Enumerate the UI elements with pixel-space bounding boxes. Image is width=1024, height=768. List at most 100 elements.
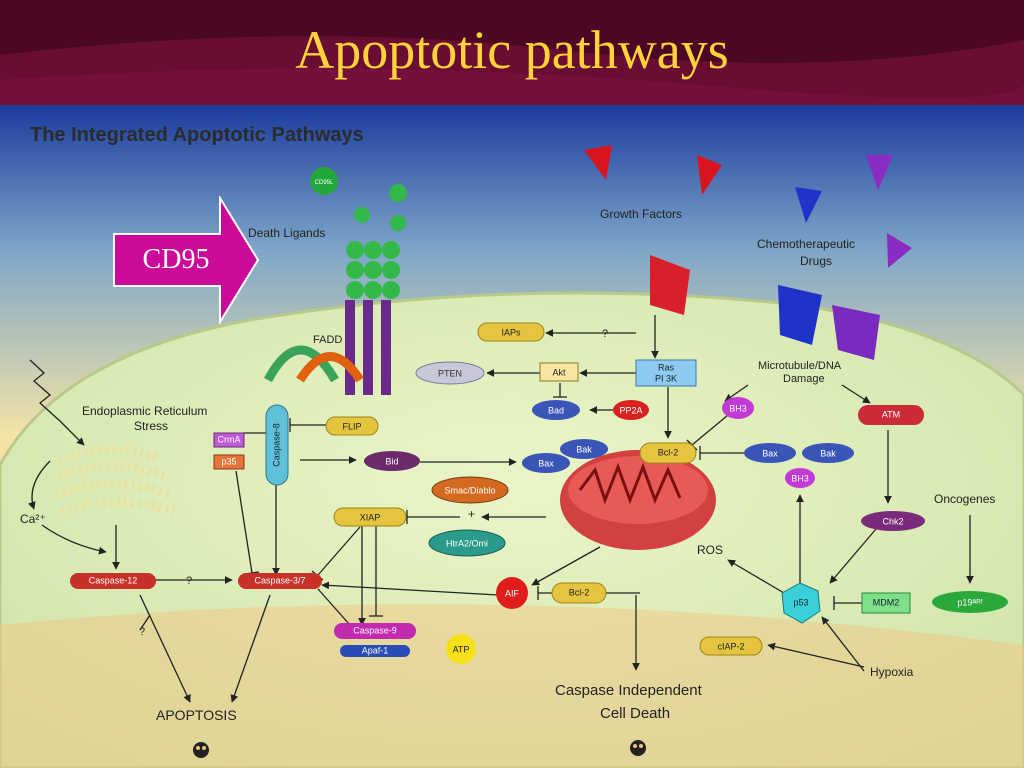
slide-title: Apoptotic pathways [295,20,729,80]
htra2-node [428,529,506,557]
mdm2-label: MDM2 [873,597,900,607]
mitochondrion [560,450,716,550]
ras-pi3k-node [635,359,697,387]
iaps-label: IAPs [501,327,521,337]
chk2-label: Chk2 [882,516,903,526]
calcium-label: Ca²⁺ [20,512,46,526]
endoplasmic-reticulum [50,444,176,517]
bid-node [364,451,420,471]
er-stress-line2: Stress [134,419,168,433]
question-mark-apoptosis: ? [139,626,145,638]
bak-right-node [802,443,854,463]
plus-sign: + [468,507,475,521]
pathway-figure: The Integrated Apoptotic Pathways Death … [0,105,1024,768]
title-band [0,0,1024,105]
p53-node [781,582,821,624]
growth-factor-cones [584,145,912,268]
atp-label: ATP [453,644,470,654]
cd95-callout-label: CD95 [142,244,210,275]
crma-node [213,432,245,448]
bh3-top-node [722,397,754,419]
ciap2-label: cIAP-2 [717,641,744,651]
p19arf-node [932,591,1008,613]
p19arf-label: p19ᴬᴿᶠ [957,597,982,607]
node-layer: IAPs PTEN Akt Ras PI 3K Bad PP2A BH3 ATM… [70,322,1008,664]
flip-label: FLIP [342,421,361,431]
receptors [650,255,880,360]
bh3-right-label: BH3 [791,473,809,483]
chk2-node [861,511,925,531]
inhibition-lines [235,383,862,626]
microtubule-line1: Microtubule/DNA [758,360,842,372]
question-mark-iaps: ? [602,328,608,340]
atp-node [446,634,476,664]
bh3-right-node [785,468,815,488]
pp2a-node [613,400,649,420]
growth-factors-label: Growth Factors [600,207,682,221]
caspase9-label: Caspase-9 [353,625,397,635]
flip-node [325,416,379,436]
caspase37-label: Caspase-3/7 [254,575,305,585]
pathway-arrows [28,315,974,703]
bax-right-label: Bax [762,448,778,458]
mdm2-node [861,592,911,614]
ciap2-node [699,636,763,656]
crma-label: CrmA [218,434,241,444]
caspase-independent-line1: Caspase Independent [555,682,703,699]
smac-node [431,476,509,504]
bcl2-bottom-label: Bcl-2 [569,587,590,597]
htra2-label: HtrA2/Omi [446,538,488,548]
p53-label: p53 [793,597,808,607]
pten-label: PTEN [438,368,462,378]
bax-left-label: Bax [538,458,554,468]
caspase12-label: Caspase-12 [89,575,138,585]
apaf1-label: Apaf-1 [362,645,389,655]
bh3-top-label: BH3 [729,403,747,413]
ras-label: Ras [658,362,675,372]
xiap-label: XIAP [360,512,381,522]
death-receptor: CD95L [264,167,407,395]
p35-node [213,454,245,470]
microtubule-line2: Damage [783,373,825,385]
bcl2-bottom-node [551,582,607,604]
apoptosis-label: APOPTOSIS [156,707,237,723]
question-mark-caspase12: ? [186,575,192,587]
pi3k-label: PI 3K [655,373,677,383]
akt-node [539,362,579,382]
bak-left-label: Bak [576,444,592,454]
atm-label: ATM [882,409,900,419]
bid-label: Bid [385,456,398,466]
caspase8-node [265,404,289,486]
cd95l-label: CD95L [315,180,334,186]
aif-label: AIF [505,588,520,598]
chemo-label-line1: Chemotherapeutic [757,237,855,251]
er-stress-line1: Endoplasmic Reticulum [82,404,207,418]
skull-icons [193,740,646,758]
pten-node [415,361,485,385]
death-ligands-label: Death Ligands [248,226,325,240]
bak-right-label: Bak [820,448,836,458]
apaf1-node [340,645,410,657]
cell-lower-glow [0,604,1024,768]
ros-label: ROS [697,543,723,557]
cd95-callout-arrow [113,196,260,324]
caspase-independent-line2: Cell Death [600,705,670,722]
atm-node [858,405,924,425]
caspase8-label: Caspase-8 [271,423,281,467]
bax-left-node [522,453,570,473]
bad-node [532,400,580,420]
figure-title: The Integrated Apoptotic Pathways [30,124,364,146]
bad-label: Bad [548,405,564,415]
bax-right-node [744,443,796,463]
pp2a-label: PP2A [619,405,642,415]
caspase9-node [334,623,416,639]
akt-label: Akt [552,367,566,377]
oncogenes-label: Oncogenes [934,492,995,506]
xiap-node [333,507,407,527]
caspase12-node [70,573,156,589]
caspase37-node [238,573,322,589]
iaps-node [477,322,545,342]
bcl2-top-label: Bcl-2 [658,447,679,457]
chemo-label-line2: Drugs [800,254,832,268]
